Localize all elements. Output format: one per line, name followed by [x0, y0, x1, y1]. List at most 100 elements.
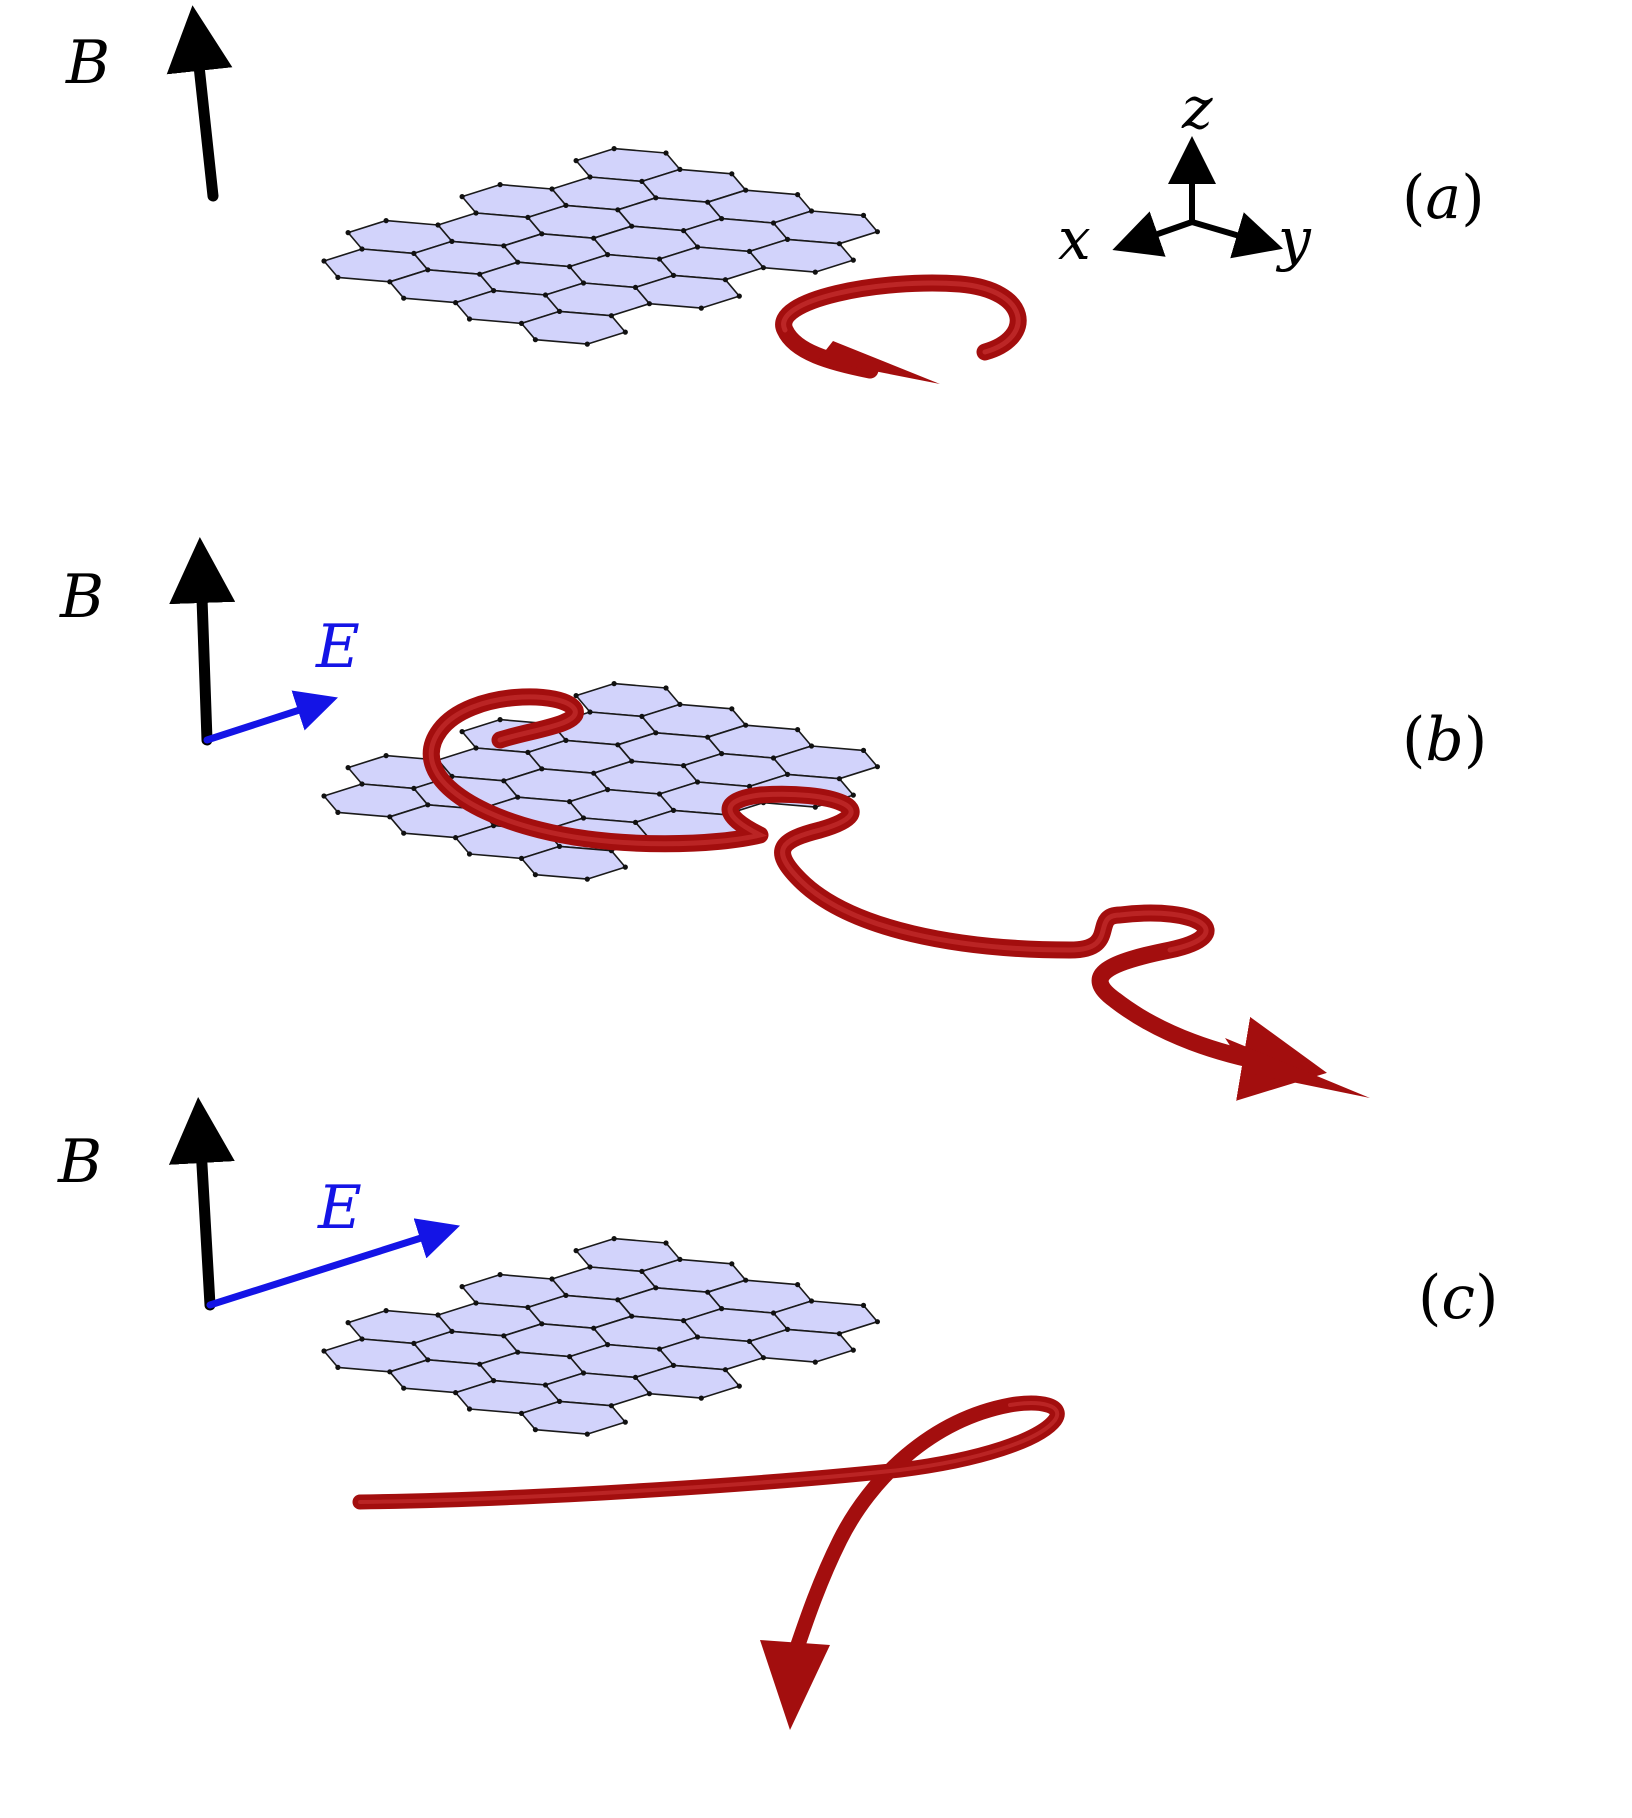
trajectory-cyclotron-orbit — [775, 274, 1027, 384]
lattice-atom — [515, 259, 521, 265]
lattice-atom — [501, 1333, 507, 1339]
lattice-atom — [473, 1300, 479, 1306]
axis-label-x: x — [1058, 205, 1091, 273]
lattice-atom — [632, 1374, 639, 1380]
lattice-atom — [584, 876, 590, 882]
lattice-atom — [719, 216, 725, 222]
lattice-atom — [770, 755, 777, 761]
lattice-atom — [705, 1289, 711, 1295]
e-field-label: E — [315, 612, 360, 682]
lattice-atom — [705, 199, 711, 205]
lattice-atom — [850, 792, 856, 798]
lattice-atom — [491, 288, 497, 294]
panel-label-c: (c) — [1418, 1263, 1498, 1333]
lattice-atom — [453, 835, 459, 841]
lattice-atom — [549, 186, 555, 192]
lattice-atom — [874, 229, 881, 235]
e-field-label: E — [317, 1173, 362, 1243]
lattice-atom — [860, 212, 867, 218]
lattice-atom — [580, 1370, 587, 1376]
lattice-atom — [321, 258, 327, 264]
lattice-atom — [656, 791, 663, 797]
lattice-atom — [795, 727, 801, 733]
lattice-atom — [639, 713, 645, 720]
lattice-atom — [670, 807, 677, 814]
trajectory-snake-loop — [352, 1395, 1065, 1730]
lattice-atom — [736, 1383, 742, 1389]
lattice-atom — [694, 244, 701, 250]
lattice-atom — [729, 1261, 735, 1267]
lattice-atom — [497, 1272, 503, 1278]
lattice-atom — [615, 742, 621, 748]
lattice-atom — [425, 802, 431, 808]
lattice-atom — [573, 1248, 579, 1254]
lattice-atom — [836, 776, 843, 782]
lattice-atom — [812, 269, 818, 275]
lattice-atom — [770, 220, 777, 226]
lattice-atom — [760, 265, 767, 271]
lattice-atom — [563, 737, 569, 744]
b-field-arrow — [169, 537, 236, 746]
lattice-atom — [542, 292, 549, 298]
lattice-atom — [615, 207, 621, 213]
lattice-atom — [705, 734, 711, 740]
lattice-atom — [518, 1410, 525, 1416]
panel-b: B E (b) — [59, 537, 1487, 1101]
lattice-atom — [425, 1357, 431, 1363]
lattice-atom — [646, 301, 653, 307]
lattice-atom — [335, 809, 341, 816]
lattice-atom — [453, 300, 459, 306]
lattice-atom — [359, 781, 365, 787]
lattice-atom — [525, 1304, 531, 1310]
lattice-atom — [453, 1390, 459, 1396]
lattice-atom — [587, 1264, 593, 1270]
lattice-atom — [836, 1331, 843, 1337]
lattice-atom — [563, 1292, 569, 1298]
lattice-atom — [401, 1385, 407, 1391]
lattice-atom — [532, 872, 539, 878]
lattice-atom — [850, 1347, 856, 1353]
lattice-atom — [321, 793, 327, 799]
lattice-atom — [795, 1282, 801, 1288]
lattice-atom — [677, 166, 683, 172]
lattice-atom — [459, 194, 465, 200]
lattice-atom — [587, 709, 593, 715]
lattice-atom — [784, 771, 791, 778]
lattice-atom — [491, 1378, 497, 1384]
lattice-atom — [556, 1398, 563, 1404]
lattice-atom — [518, 320, 525, 326]
lattice-atom — [860, 1302, 867, 1308]
lattice-atom — [746, 1338, 753, 1344]
lattice-atom — [656, 1346, 663, 1352]
lattice-atom — [808, 743, 815, 749]
lattice-atom — [694, 779, 701, 785]
lattice-atom — [722, 277, 729, 283]
lattice-atom — [383, 1308, 389, 1314]
lattice-atom — [542, 1382, 549, 1388]
lattice-atom — [611, 681, 617, 687]
lattice-atom — [746, 248, 753, 254]
lattice-atom — [632, 819, 639, 826]
lattice-atom — [808, 208, 815, 214]
lattice-atom — [622, 864, 628, 870]
lattice-atom — [795, 192, 801, 198]
lattice-sheet-b — [321, 681, 881, 882]
lattice-atom — [563, 202, 569, 208]
lattice-atom — [729, 171, 735, 177]
lattice-atom — [760, 1355, 767, 1361]
panel-a: B z x y (a) — [65, 5, 1485, 384]
lattice-atom — [677, 1256, 683, 1262]
lattice-atom — [345, 765, 351, 771]
lattice-atom — [670, 272, 677, 278]
lattice-atom — [539, 231, 545, 237]
lattice-atom — [532, 1427, 539, 1433]
lattice-atom — [694, 1334, 701, 1340]
lattice-atom — [874, 764, 881, 770]
lattice-atom — [770, 1310, 777, 1316]
lattice-sheet-c — [321, 1236, 881, 1437]
lattice-atom — [663, 150, 669, 156]
lattice-atom — [608, 313, 615, 319]
lattice-atom — [525, 214, 531, 220]
lattice-atom — [629, 1313, 635, 1319]
